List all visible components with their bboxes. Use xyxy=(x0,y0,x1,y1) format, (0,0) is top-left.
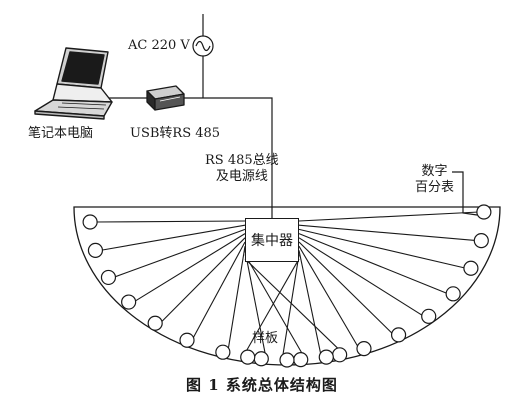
dial-gauge-icon xyxy=(390,327,407,343)
sensor-wire xyxy=(244,250,267,359)
dial-gauge-icon xyxy=(215,344,231,360)
sensor-wire xyxy=(244,254,307,360)
dial-gauge-icon xyxy=(332,347,348,363)
sensor-wire xyxy=(191,241,246,341)
dial-gauge-icon xyxy=(100,269,117,286)
sensor-wire xyxy=(242,258,300,358)
sensor-wire xyxy=(298,245,360,349)
sensor-wire xyxy=(113,228,246,278)
dial-gauge-icon xyxy=(253,351,269,367)
dial-gauge-icon xyxy=(240,349,256,365)
sensor-wire xyxy=(298,250,322,358)
bus-label-line2: 及电源线 xyxy=(215,169,268,184)
dial-gauge-icon xyxy=(473,233,489,249)
dial-gauge-icon xyxy=(445,286,461,302)
bus-label: RS 485总线 及电源线 xyxy=(205,153,279,185)
concentrator-label: 集中器 xyxy=(251,233,293,249)
plate-label: 样板 xyxy=(252,331,279,346)
dial-gauge-icon xyxy=(476,204,492,220)
gauge-label-line1: 数字 xyxy=(421,164,448,179)
dial-gauge-icon xyxy=(279,352,295,368)
dial-gauge-icon xyxy=(121,294,137,310)
laptop-icon xyxy=(34,47,113,120)
dial-gauge-icon xyxy=(318,349,334,365)
dial-gauge-icon xyxy=(293,352,309,368)
sensor-wire xyxy=(244,258,345,356)
sensor-wire xyxy=(298,241,395,336)
sensor-wire xyxy=(227,246,246,353)
dial-gauge-icon xyxy=(356,341,372,357)
sensor-wire xyxy=(298,233,449,295)
gauge-label-line2: 百分表 xyxy=(415,180,455,195)
dial-gauge-icon xyxy=(87,242,104,258)
dial-gauge-icon xyxy=(421,308,437,324)
sensor-wire xyxy=(298,211,480,222)
sensor-wires xyxy=(95,211,480,361)
sensor-wire xyxy=(100,224,246,251)
gauge-array xyxy=(82,204,492,368)
gauge-label: 数字 百分表 xyxy=(415,164,454,196)
sensor-wire xyxy=(298,237,425,317)
bus-label-line1: RS 485总线 xyxy=(205,153,279,168)
concentrator-box: 集中器 xyxy=(245,218,299,262)
gauge-pointer-line xyxy=(452,171,478,216)
dial-gauge-icon xyxy=(179,332,195,348)
sensor-wire xyxy=(95,220,246,223)
dial-gauge-icon xyxy=(463,260,479,276)
dial-gauge-icon xyxy=(82,214,98,230)
figure-caption: 图 1 系统总体结构图 xyxy=(186,376,338,394)
converter-label: USB转RS 485 xyxy=(130,126,221,141)
sensor-wire xyxy=(298,228,467,269)
power-label: AC 220 V xyxy=(128,38,190,53)
sensor-wire xyxy=(298,224,477,242)
sample-plate xyxy=(73,206,501,366)
sensor-wire xyxy=(281,254,300,361)
rs485-bus-line xyxy=(203,97,273,218)
sensor-wire xyxy=(133,233,246,303)
laptop-label: 笔记本电脑 xyxy=(28,126,94,141)
sensor-wire xyxy=(159,237,246,324)
dial-gauge-icon xyxy=(147,315,163,331)
ac-power-icon xyxy=(192,14,214,98)
usb-rs485-converter-icon xyxy=(146,85,185,111)
